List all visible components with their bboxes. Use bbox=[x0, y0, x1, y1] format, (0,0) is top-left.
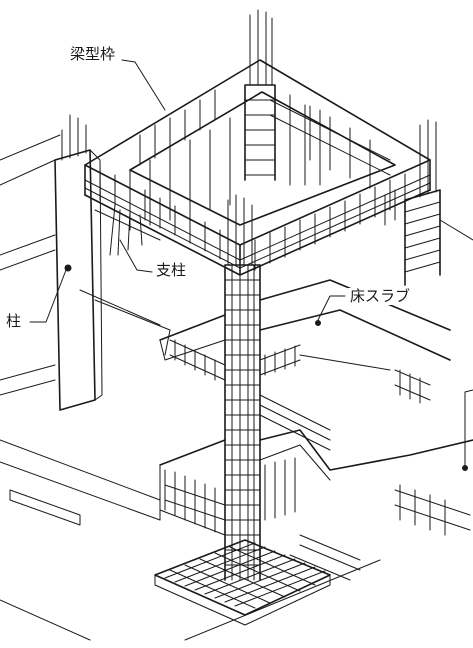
beam-formwork-cage bbox=[84, 59, 431, 276]
right-column-cage bbox=[404, 119, 441, 286]
footing-rebar-mesh bbox=[154, 539, 331, 626]
label-floor-slab: 床スラブ bbox=[348, 287, 413, 305]
leader-floor-slab bbox=[317, 295, 346, 321]
leader-column bbox=[29, 269, 67, 323]
leader-right-lower bbox=[464, 389, 473, 466]
floor-slab-middle bbox=[159, 279, 451, 451]
leader-support-post bbox=[119, 239, 153, 273]
label-beam-formwork: 梁型枠 bbox=[68, 45, 118, 63]
support-posts bbox=[109, 99, 396, 256]
rear-column-cage bbox=[244, 9, 276, 181]
center-column-cage bbox=[224, 194, 261, 581]
leader-right-upper bbox=[439, 219, 473, 241]
label-column: 柱 bbox=[4, 312, 24, 330]
leader-lines bbox=[29, 59, 473, 466]
leader-beam-formwork bbox=[121, 59, 166, 111]
floor-slab-lower bbox=[159, 429, 473, 581]
label-support-post: 支柱 bbox=[154, 261, 189, 279]
concrete-column-left bbox=[54, 114, 103, 411]
